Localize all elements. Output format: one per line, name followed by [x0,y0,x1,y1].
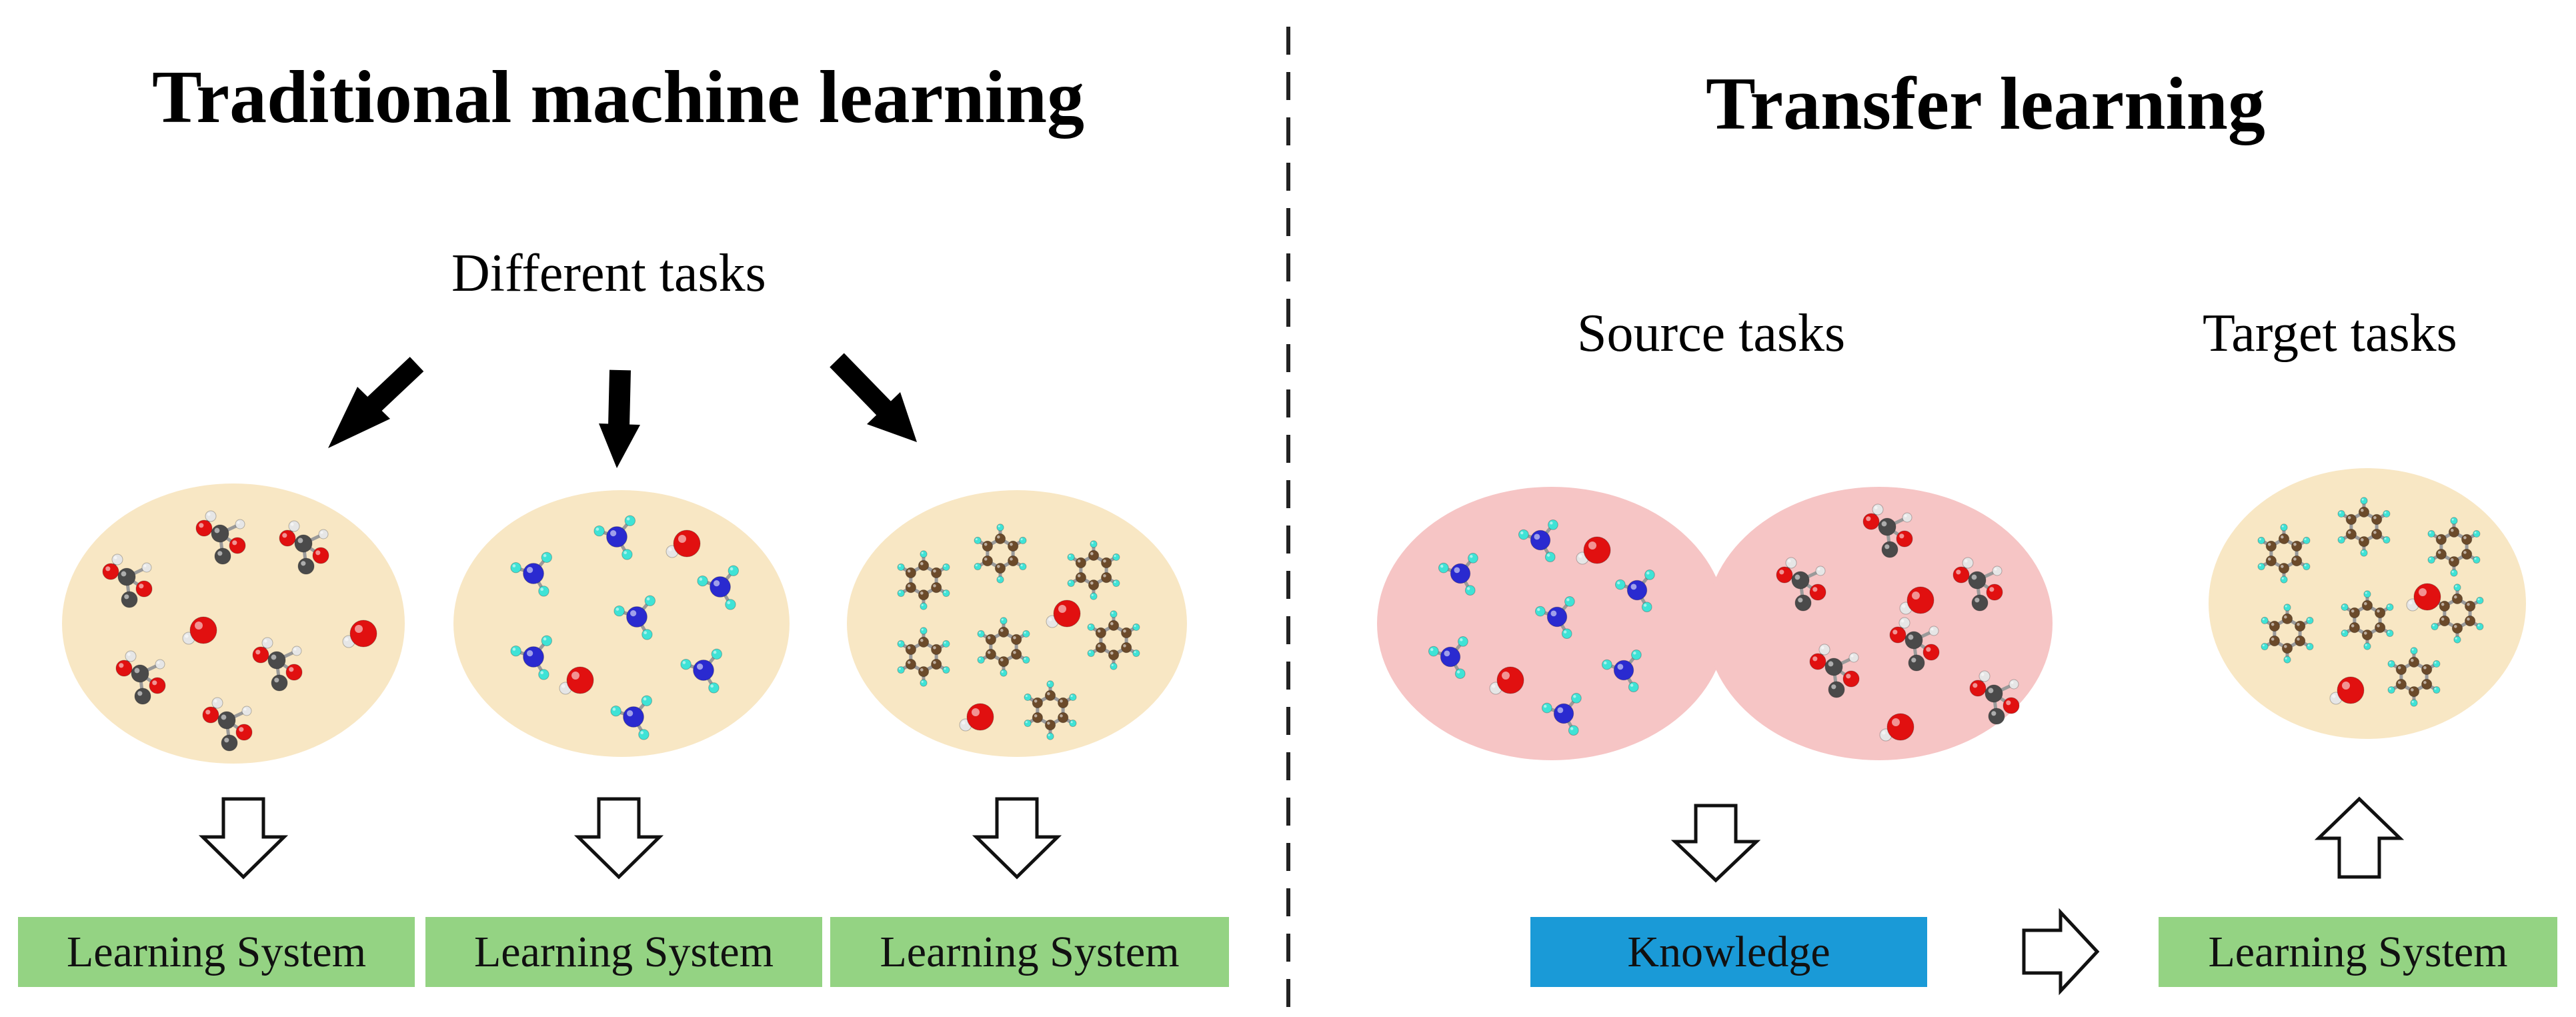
acetic-acid-molecule [1809,644,1860,698]
acetic-acid-molecule [195,510,246,565]
learning-system-label-3: Learning System [880,927,1180,976]
water-molecule [959,703,994,732]
molecules-target [2257,497,2484,707]
different-tasks-label: Different tasks [451,244,766,303]
ammonia-molecule [610,695,652,740]
ammonia-molecule [1601,650,1642,693]
water-molecule [559,666,594,695]
hollow-arrow-down-3 [972,797,1062,880]
molecules-cluster-1 [102,510,377,752]
target-tasks-label: Target tasks [2203,304,2457,363]
acetic-acid-molecule [252,637,303,692]
water-molecule [1879,713,1914,742]
benzene-molecule [1087,610,1140,670]
hollow-arrow-right [2022,908,2100,996]
water-molecule [666,530,701,558]
hollow-arrow-down-2 [573,797,664,880]
hollow-arrow-down-1 [198,797,289,880]
ammonia-molecule [1518,520,1558,563]
water-molecule [1046,600,1081,628]
task-cluster-3 [847,490,1187,757]
ammonia-molecule [510,635,552,680]
task-cluster-2 [453,490,790,757]
benzene-molecule [897,550,950,610]
ammonia-molecule [1614,570,1655,613]
benzene-molecule [1024,680,1077,740]
ammonia-molecule [613,595,656,640]
task-arrow-left [328,357,424,448]
water-molecule [1899,586,1935,615]
acetic-acid-molecule [1889,617,1940,672]
benzene-molecule [974,524,1027,584]
benzene-molecule [2427,517,2481,577]
water-molecule [2329,676,2365,705]
benzene-molecule [2387,647,2441,707]
ammonia-molecule [1541,693,1582,736]
hollow-arrow-up-target [2314,796,2405,879]
learning-system-box-3: Learning System [830,917,1229,987]
learning-system-label-1: Learning System [66,927,367,976]
benzene-molecule [2337,497,2391,557]
acetic-acid-molecule [1953,557,2003,612]
acetic-acid-molecule [1969,670,2020,725]
acetic-acid-molecule [202,697,253,752]
knowledge-box: Knowledge [1530,917,1927,987]
acetic-acid-molecule [1862,503,1913,558]
ammonia-molecule [1438,553,1478,596]
acetic-acid-molecule [1776,557,1826,612]
task-arrow-right [830,353,917,442]
benzene-molecule [2261,604,2314,664]
water-molecule [182,616,217,645]
water-molecule [342,620,377,648]
target-learning-system-box: Learning System [2159,917,2557,987]
benzene-molecule [2257,524,2311,584]
benzene-molecule [1067,540,1120,600]
molecules-source-2 [1776,503,2020,742]
ammonia-molecule [680,648,723,694]
task-arrow-middle [599,369,640,468]
target-learning-system-label: Learning System [2208,927,2508,976]
benzene-molecule [977,617,1030,677]
benzene-molecule [897,627,950,687]
benzene-molecule [2341,590,2394,650]
water-molecule [1576,536,1611,565]
learning-system-label-2: Learning System [473,927,774,976]
source-tasks-label: Source tasks [1577,304,1846,363]
ammonia-molecule [1428,636,1468,680]
water-molecule [1489,666,1524,695]
learning-system-box-1: Learning System [18,917,415,987]
ammonia-molecule [697,565,740,610]
ammonia-molecule [593,515,635,560]
molecules-cluster-2 [510,515,740,740]
source-cluster-2 [1706,487,2053,760]
water-molecule [2406,583,2441,612]
acetic-acid-molecule [115,650,166,705]
left-title: Traditional machine learning [152,56,1084,139]
molecules-cluster-3 [897,524,1140,740]
acetic-acid-molecule [279,520,329,575]
knowledge-label: Knowledge [1627,927,1830,976]
learning-system-box-2: Learning System [425,917,822,987]
ammonia-molecule [1534,596,1575,640]
acetic-acid-molecule [102,554,153,608]
ammonia-molecule [510,552,552,597]
hollow-arrow-down-source [1670,804,1761,883]
right-title: Transfer learning [1706,63,2265,145]
molecules-source-1 [1428,520,1655,736]
